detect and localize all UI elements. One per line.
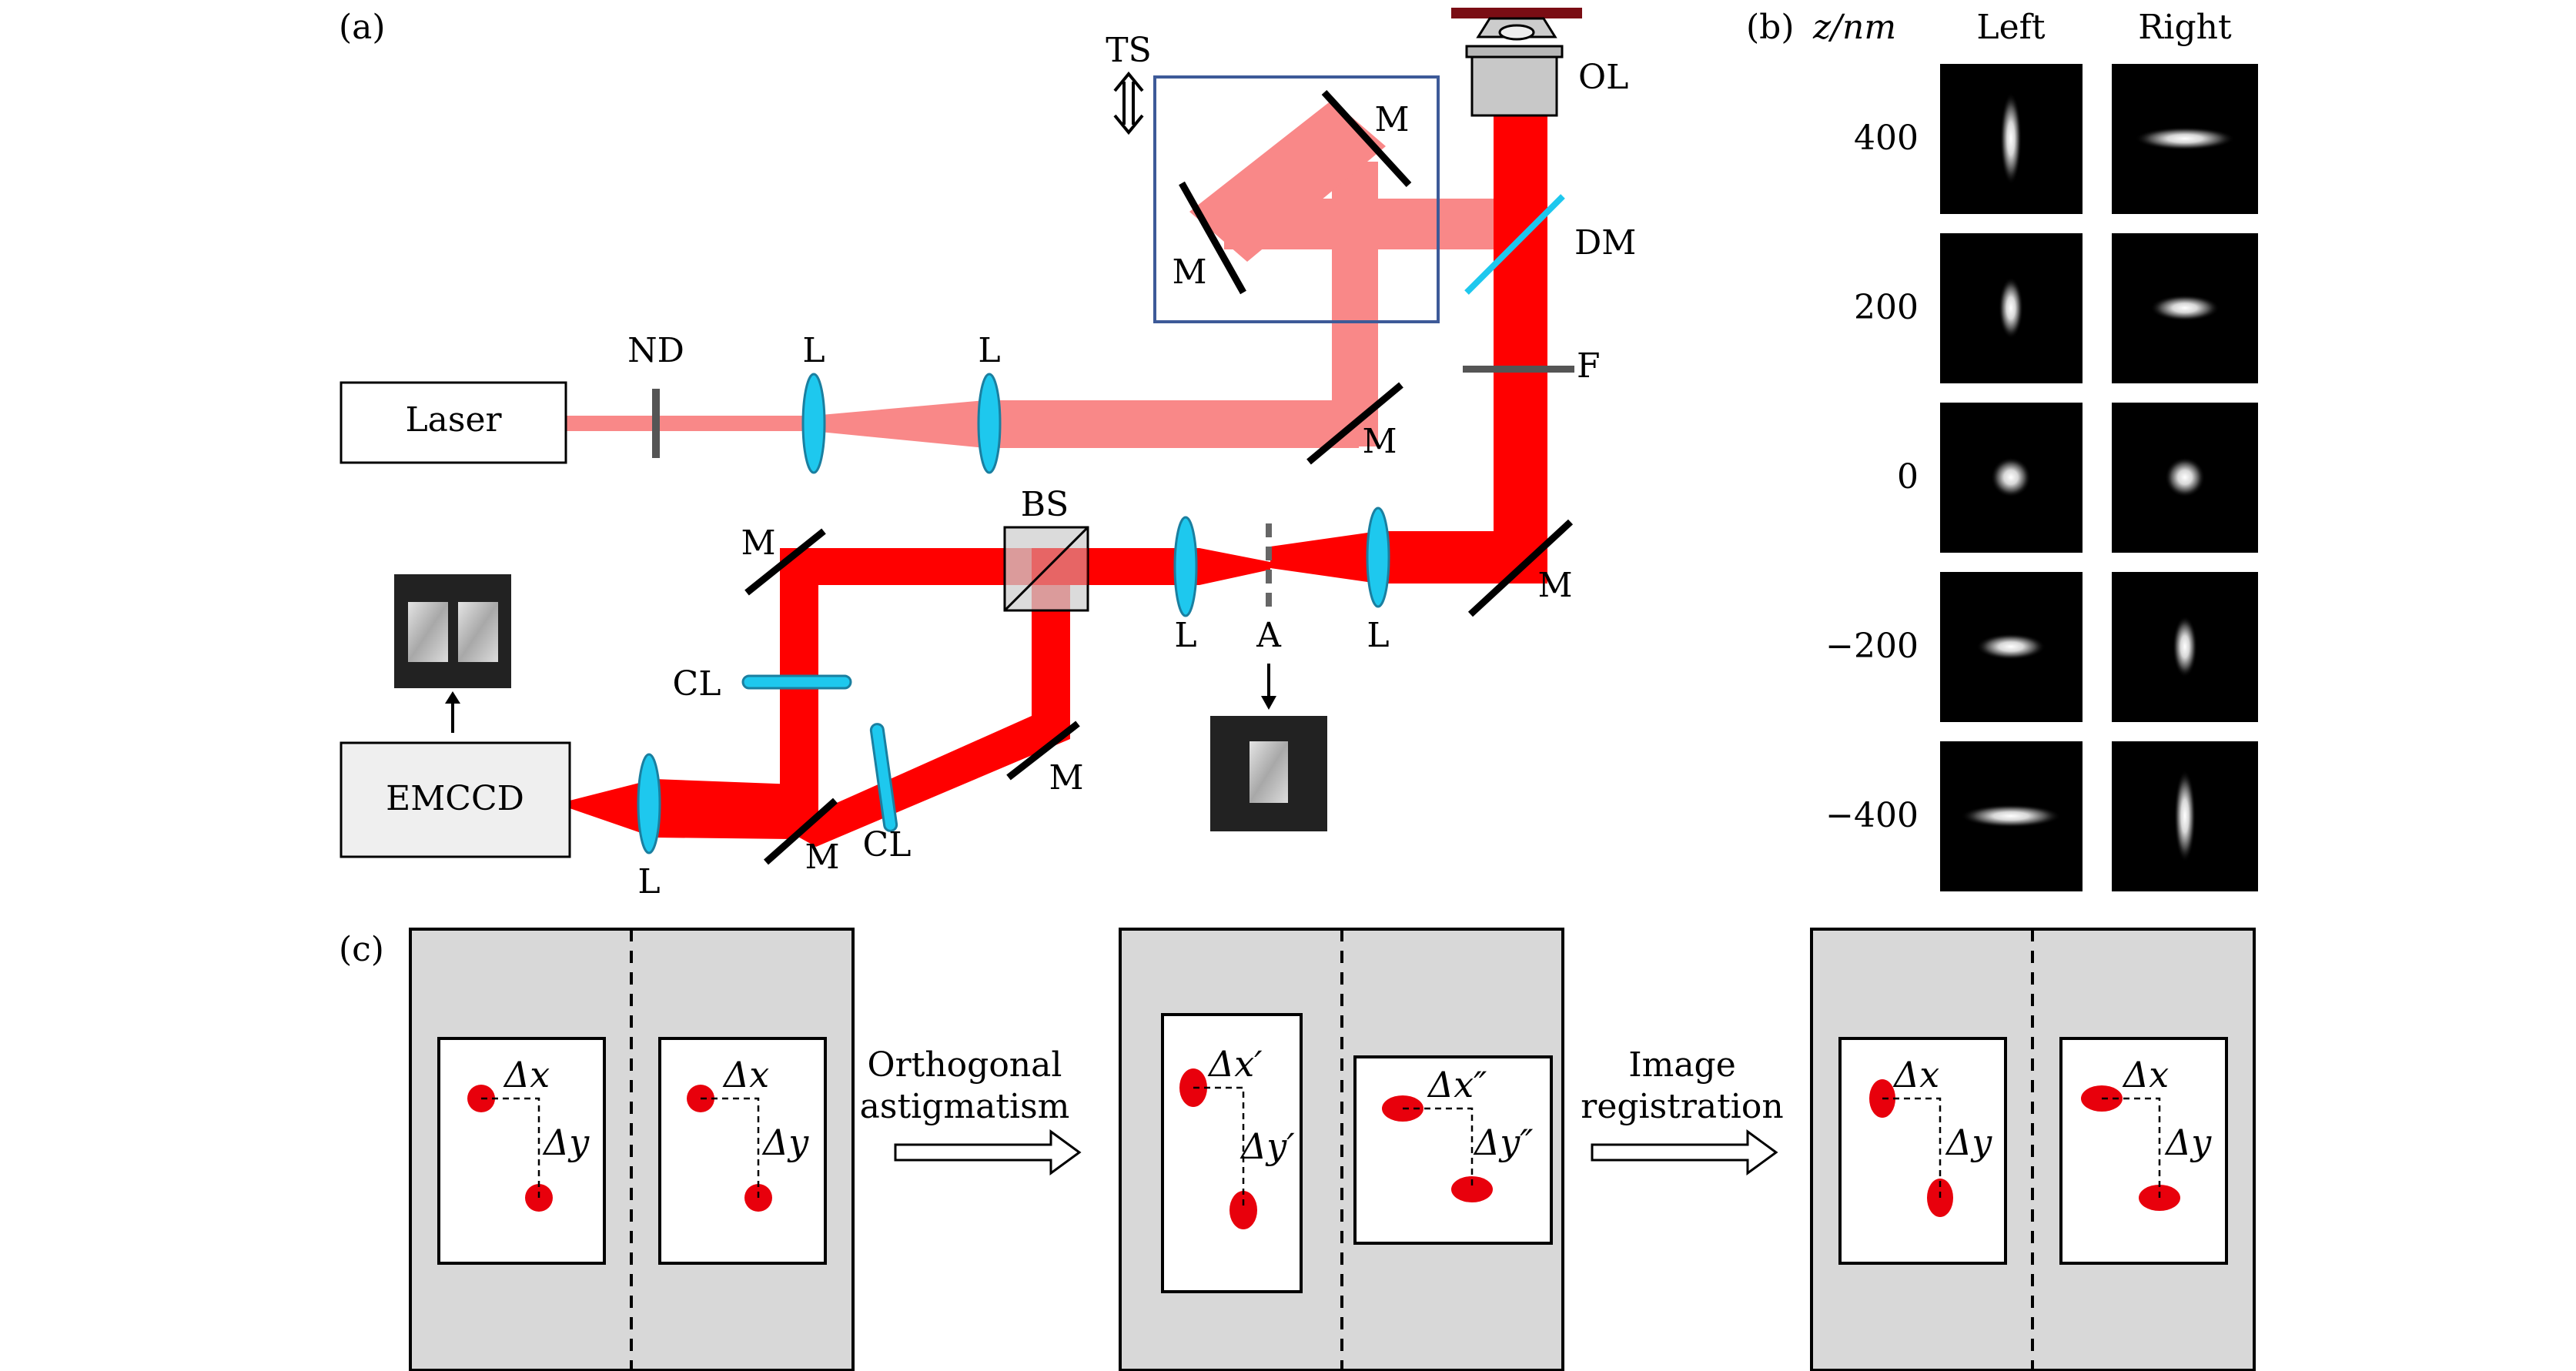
ol-label: OL: [1578, 58, 1628, 97]
row-label-3: 0: [1897, 457, 1919, 497]
panel-a-tag: (a): [339, 8, 386, 47]
panel-b: (b) z/nm Left Right: [1746, 8, 2258, 891]
panel-c-tag: (c): [339, 930, 384, 969]
row-label-1: 400: [1854, 119, 1919, 158]
cl-vertical-label: CL: [863, 825, 912, 864]
row-label-5: −400: [1825, 796, 1919, 835]
aperture-label: A: [1256, 616, 1282, 655]
ts-double-arrow-icon: [1113, 71, 1144, 135]
arrow1-icon: [894, 1129, 1082, 1175]
frame2-dx-left: Δx′: [1207, 1043, 1263, 1085]
camera-image: [394, 574, 511, 733]
arrow2-line1: Image: [1628, 1045, 1736, 1085]
bs-label: BS: [1021, 485, 1069, 524]
lens-1-label: L: [802, 331, 825, 370]
frame1-dy-right: Δy: [761, 1122, 809, 1163]
panel-c: (c) Δx Δy Δx Δy Orthogonal astigmatism: [339, 928, 2256, 1371]
emccd-label: EMCCD: [386, 779, 524, 818]
cl-horizontal: [741, 674, 852, 690]
mirror-m3-label: M: [1362, 422, 1397, 461]
dichroic-mirror: [1464, 194, 1565, 295]
z-label: z/nm: [1812, 8, 1896, 47]
frame1-dy-left: Δy: [542, 1122, 590, 1163]
frame-astigmatic: [1119, 928, 1564, 1371]
frame-registered: [1810, 928, 2256, 1371]
frame3-dy-left: Δy: [1945, 1122, 1992, 1163]
panel-b-tag: (b): [1746, 8, 1795, 47]
frame2-dy-right: Δy″: [1473, 1122, 1533, 1163]
col-right-header: Right: [2138, 8, 2232, 47]
lens-4: [1366, 507, 1390, 608]
aperture-image: [1210, 664, 1327, 831]
dm-label: DM: [1574, 223, 1636, 262]
nd-filter: [652, 389, 660, 458]
lens-3-label: L: [1174, 616, 1196, 655]
mirror-m6-label: M: [1049, 758, 1083, 798]
beam-splitter: [1003, 526, 1089, 612]
mirror-m7: [764, 798, 838, 865]
frame-original: [409, 928, 855, 1371]
lens-2-label: L: [978, 331, 1000, 370]
lens-5: [637, 753, 661, 854]
emccd-box: [340, 741, 571, 858]
cylindrical-lenses: [741, 674, 898, 832]
mirrors: [744, 89, 1574, 865]
frame3-dx-right: Δx: [2122, 1054, 2169, 1095]
row-label-4: −200: [1825, 627, 1919, 666]
frame3-dx-left: Δx: [1892, 1054, 1939, 1095]
mirror-m3: [1306, 382, 1403, 465]
arrow2-line2: registration: [1581, 1087, 1783, 1126]
frame2-dx-right: Δx″: [1427, 1064, 1487, 1105]
f-label: F: [1577, 346, 1601, 386]
laser-label: Laser: [405, 400, 502, 440]
laser-box: [340, 381, 567, 464]
lens-1: [801, 373, 826, 474]
filter: [1463, 366, 1574, 373]
arrow1-line1: Orthogonal: [868, 1045, 1062, 1085]
objective-lens: [1451, 8, 1582, 117]
panel-a: (a) Laser EMCCD: [339, 8, 1636, 901]
lens-5-label: L: [637, 862, 660, 901]
mirror-m4: [1467, 519, 1574, 617]
frame1-dx-right: Δx: [722, 1054, 769, 1095]
cl-horizontal-label: CL: [673, 664, 721, 704]
mirror-m4-label: M: [1537, 566, 1572, 605]
cl-vertical: [869, 723, 898, 832]
arrow1-line2: astigmatism: [860, 1087, 1070, 1126]
row-label-2: 200: [1854, 288, 1919, 327]
mirror-m1-label: M: [1374, 100, 1409, 139]
frame1-dx-left: Δx: [503, 1054, 550, 1095]
mirror-m6: [1006, 721, 1080, 781]
translation-stage-box: [1153, 75, 1440, 323]
lens-4-label: L: [1367, 616, 1389, 655]
arrow2-icon: [1591, 1129, 1778, 1175]
frame2-dy-left: Δy′: [1239, 1125, 1295, 1167]
mirror-m7-label: M: [805, 838, 839, 877]
frame3-dy-right: Δy: [2164, 1122, 2212, 1163]
psf-grid: [1940, 64, 2258, 891]
col-left-header: Left: [1976, 8, 2046, 47]
lens-2: [977, 373, 1002, 474]
ts-label: TS: [1106, 31, 1152, 70]
nd-label: ND: [627, 331, 684, 370]
mirror-m2: [1179, 181, 1246, 295]
mirror-m5: [744, 528, 826, 596]
mirror-m2-label: M: [1172, 252, 1206, 292]
mirror-m1: [1321, 89, 1412, 188]
excitation-beam: [566, 100, 1540, 448]
mirror-m5-label: M: [741, 523, 775, 563]
lens-3: [1173, 516, 1198, 617]
lenses: [637, 373, 1390, 854]
